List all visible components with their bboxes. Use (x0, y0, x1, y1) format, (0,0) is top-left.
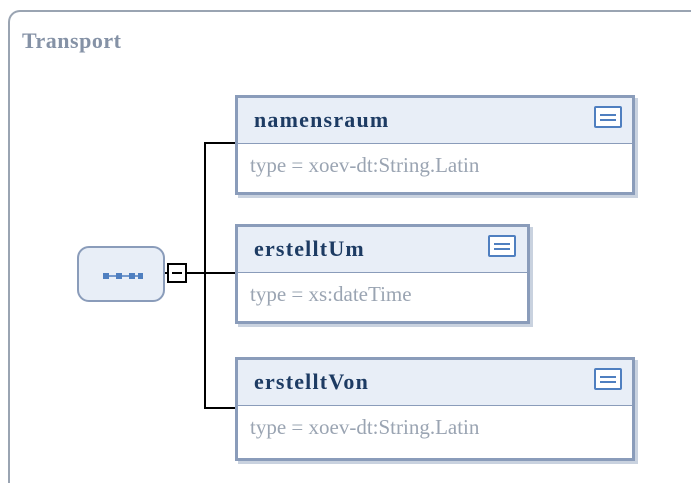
connector-toggle-to-trunk (187, 272, 205, 274)
element-header: erstelltVon (238, 360, 632, 406)
sequence-compositor[interactable] (77, 246, 165, 302)
element-name: erstelltVon (254, 369, 370, 394)
element-namensraum[interactable]: namensraum type = xoev-dt:String.Latin (235, 95, 635, 195)
complex-type-frame (8, 10, 691, 483)
connector-sequence-to-toggle (165, 272, 167, 274)
element-type: type = xoev-dt:String.Latin (250, 415, 480, 439)
complex-type-title: Transport (22, 28, 122, 53)
connector-branch-erstelltum (204, 272, 235, 274)
element-type: type = xs:dateTime (250, 282, 412, 306)
element-erstelltum[interactable]: erstelltUm type = xs:dateTime (235, 224, 530, 324)
connector-trunk (204, 142, 206, 409)
element-name: erstelltUm (254, 236, 365, 261)
element-header: namensraum (238, 98, 632, 144)
documentation-icon[interactable] (594, 106, 622, 128)
element-name: namensraum (254, 107, 390, 132)
collapse-minus-icon[interactable] (167, 263, 187, 283)
documentation-icon[interactable] (594, 368, 622, 390)
documentation-icon[interactable] (488, 235, 516, 257)
connector-branch-erstelltvon (204, 407, 235, 409)
connector-branch-namensraum (204, 142, 235, 144)
element-header: erstelltUm (238, 227, 527, 273)
element-erstelltvon[interactable]: erstelltVon type = xoev-dt:String.Latin (235, 357, 635, 461)
element-type: type = xoev-dt:String.Latin (250, 153, 480, 177)
sequence-compositor-icon (103, 273, 143, 279)
